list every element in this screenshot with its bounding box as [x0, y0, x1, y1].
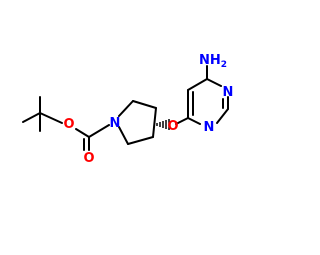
bond-pyr-c2-n3: [216, 108, 229, 124]
bond-pyr-n3-c4: [187, 117, 201, 125]
background: [0, 0, 250, 250]
atom-nh2: NH2: [199, 53, 227, 70]
bond-tbu-left: [22, 112, 41, 123]
stereo-hashed-wedge: [156, 119, 170, 130]
bond-pyr-c5-c6: [187, 78, 208, 91]
bond-tbu-o: [39, 112, 63, 124]
atom-o-ester: O: [63, 117, 74, 132]
bond-o-pyrimidine: [175, 117, 189, 125]
atom-o-ether: O: [167, 119, 178, 134]
bond-n-c2: [118, 100, 134, 117]
bond-c-n: [88, 124, 110, 138]
atom-n-pyrimidine-3: N: [204, 120, 215, 135]
molecule-diagram: O O N O N N NH2: [0, 0, 250, 250]
bond-c4-c5: [127, 136, 154, 145]
atom-n-pyrrolidine: N: [110, 116, 121, 131]
bond-o-carbonyl-c: [75, 128, 90, 138]
bonds: [22, 65, 229, 151]
bond-c2-c3: [132, 100, 157, 109]
bond-pyr-c6-n1: [206, 78, 222, 87]
atom-n-pyrimidine-1: N: [223, 85, 234, 100]
atom-o-carbonyl: O: [83, 151, 94, 166]
bond-c3-c4: [152, 107, 157, 138]
bond-c5-n: [118, 126, 129, 145]
